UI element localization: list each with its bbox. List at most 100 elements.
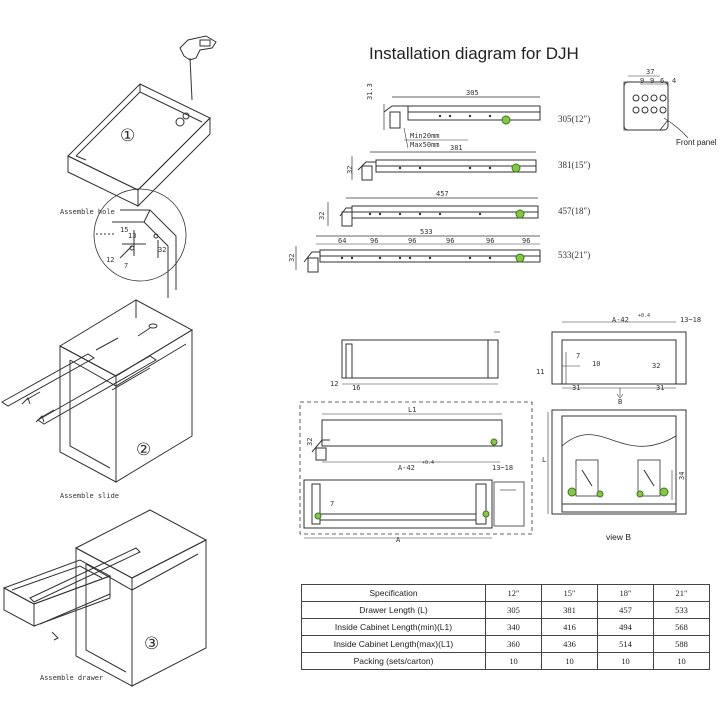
detail-dim-13: 13 — [128, 232, 137, 240]
slide-note-min: Min20mm — [410, 132, 440, 140]
hole-spacing-1: 64 — [338, 237, 347, 245]
table-cell: 305 — [485, 601, 542, 619]
dim-a42-top: A-42 — [612, 316, 629, 324]
dim-7-plan: 7 — [330, 500, 335, 508]
view-b-label: view B — [606, 532, 632, 542]
cabinet-top-figure — [551, 321, 687, 399]
slide-305-figure — [383, 96, 541, 149]
view-b-figure — [547, 409, 687, 515]
table-cell: 381 — [541, 601, 598, 619]
detail-dim-12: 12 — [106, 256, 115, 264]
table-cell: 533 — [653, 601, 710, 619]
table-size-cell: 21″ — [653, 584, 710, 602]
hole-spacing-4: 96 — [446, 237, 455, 245]
table-cell: 340 — [485, 618, 542, 636]
slide-305-label: 305(12″) — [558, 114, 591, 124]
table-row: Inside Cabinet Length(max)(L1) 360 436 5… — [301, 635, 710, 653]
front-panel-dim-6: 6 — [660, 77, 665, 85]
table-header-cell: Specification — [301, 584, 486, 602]
dim-32-side: 32 — [306, 437, 314, 446]
table-header-cell: Inside Cabinet Length(max)(L1) — [301, 635, 486, 653]
table-row: Inside Cabinet Length(min)(L1) 340 416 4… — [301, 618, 710, 636]
detail-dim-32: 32 — [158, 246, 167, 254]
front-panel-label: Front panel — [676, 138, 717, 147]
detail-dim-15: 15 — [120, 226, 129, 234]
step3-label: Assemble drawer — [40, 674, 104, 682]
dim-gap-top: 13~18 — [680, 316, 702, 324]
slide-457-figure — [327, 197, 539, 227]
view-b-marker: B — [618, 398, 623, 406]
table-cell: 588 — [653, 635, 710, 653]
front-panel-dim-9b: 9 — [650, 77, 655, 85]
dim-7: 7 — [576, 352, 581, 360]
dim-34: 34 — [678, 471, 686, 480]
table-cell: 457 — [597, 601, 654, 619]
table-cell: 416 — [541, 618, 598, 636]
slide-457-length: 457 — [436, 190, 449, 198]
table-size-cell: 12″ — [485, 584, 542, 602]
step1-label: Assemble hole — [60, 208, 115, 216]
hole-spacing-5: 96 — [486, 237, 495, 245]
table-cell: 10 — [653, 652, 710, 670]
slide-holes — [340, 114, 492, 260]
dim-a42-plan: A-42 — [398, 464, 415, 472]
table-row: Drawer Length (L) 305 381 457 533 — [301, 601, 710, 619]
step2-label: Assemble slide — [60, 492, 120, 500]
table-header-cell: Packing (sets/carton) — [301, 652, 486, 670]
table-cell: 360 — [485, 635, 542, 653]
table-row: Packing (sets/carton) 10 10 10 10 — [301, 652, 710, 670]
slide-533-figure — [295, 235, 541, 273]
step2-cabinet-figure — [1, 299, 194, 483]
page-title: Installation diagram for DJH — [369, 44, 579, 63]
step3-cabinet-figure — [2, 509, 208, 687]
table-row: Specification 12″ 15″ 18″ 21″ — [301, 584, 710, 602]
dim-12: 12 — [330, 380, 339, 388]
table-cell: 10 — [485, 652, 542, 670]
step1-drawer-figure — [67, 83, 211, 208]
dim-16: 16 — [352, 384, 361, 392]
dim-a: A — [396, 536, 401, 544]
front-panel-figure — [623, 75, 689, 139]
front-panel-dim-4: 4 — [672, 77, 677, 85]
dim-31: 31 — [572, 384, 581, 392]
step1-number: ① — [120, 126, 136, 145]
dim-tol-plan: +0.4 — [422, 460, 435, 466]
slide-305-height: 31.3 — [366, 83, 374, 100]
table-header-cell: Drawer Length (L) — [301, 601, 486, 619]
assembly-section-figure — [299, 401, 533, 539]
dim-32-angle: 32 — [652, 362, 661, 370]
dim-10: 10 — [592, 360, 601, 368]
slide-457-label: 457(18″) — [558, 206, 591, 216]
table-cell: 436 — [541, 635, 598, 653]
front-panel-dim-37: 37 — [646, 68, 655, 76]
table-cell: 514 — [597, 635, 654, 653]
slide-533-height: 32 — [288, 253, 296, 262]
step2-number: ② — [136, 440, 152, 459]
drawer-section-figure — [341, 331, 500, 385]
step3-number: ③ — [144, 634, 160, 653]
dim-31b: 31 — [656, 384, 665, 392]
slide-381-label: 381(15″) — [558, 160, 591, 170]
hole-spacing-2: 96 — [370, 237, 379, 245]
dim-l1: L1 — [408, 406, 417, 414]
table-header-cell: Inside Cabinet Length(min)(L1) — [301, 618, 486, 636]
specification-table: Specification 12″ 15″ 18″ 21″ Drawer Len… — [301, 584, 710, 670]
slide-381-length: 381 — [450, 144, 463, 152]
slide-note-max: Max50mm — [410, 141, 440, 149]
slide-381-figure — [351, 151, 537, 181]
dim-gap-plan: 13~18 — [492, 464, 514, 472]
slide-305-length: 305 — [466, 89, 479, 97]
front-panel-dim-9a: 9 — [640, 77, 645, 85]
hole-spacing-3: 96 — [408, 237, 417, 245]
table-cell: 10 — [597, 652, 654, 670]
table-cell: 10 — [541, 652, 598, 670]
table-size-cell: 18″ — [597, 584, 654, 602]
hole-detail-figure — [93, 188, 187, 298]
table-cell: 494 — [597, 618, 654, 636]
slide-457-height: 32 — [318, 211, 326, 220]
slide-381-height: 32 — [346, 165, 354, 174]
slide-533-length: 533 — [420, 228, 433, 236]
drill-icon — [179, 35, 217, 101]
table-size-cell: 15″ — [541, 584, 598, 602]
